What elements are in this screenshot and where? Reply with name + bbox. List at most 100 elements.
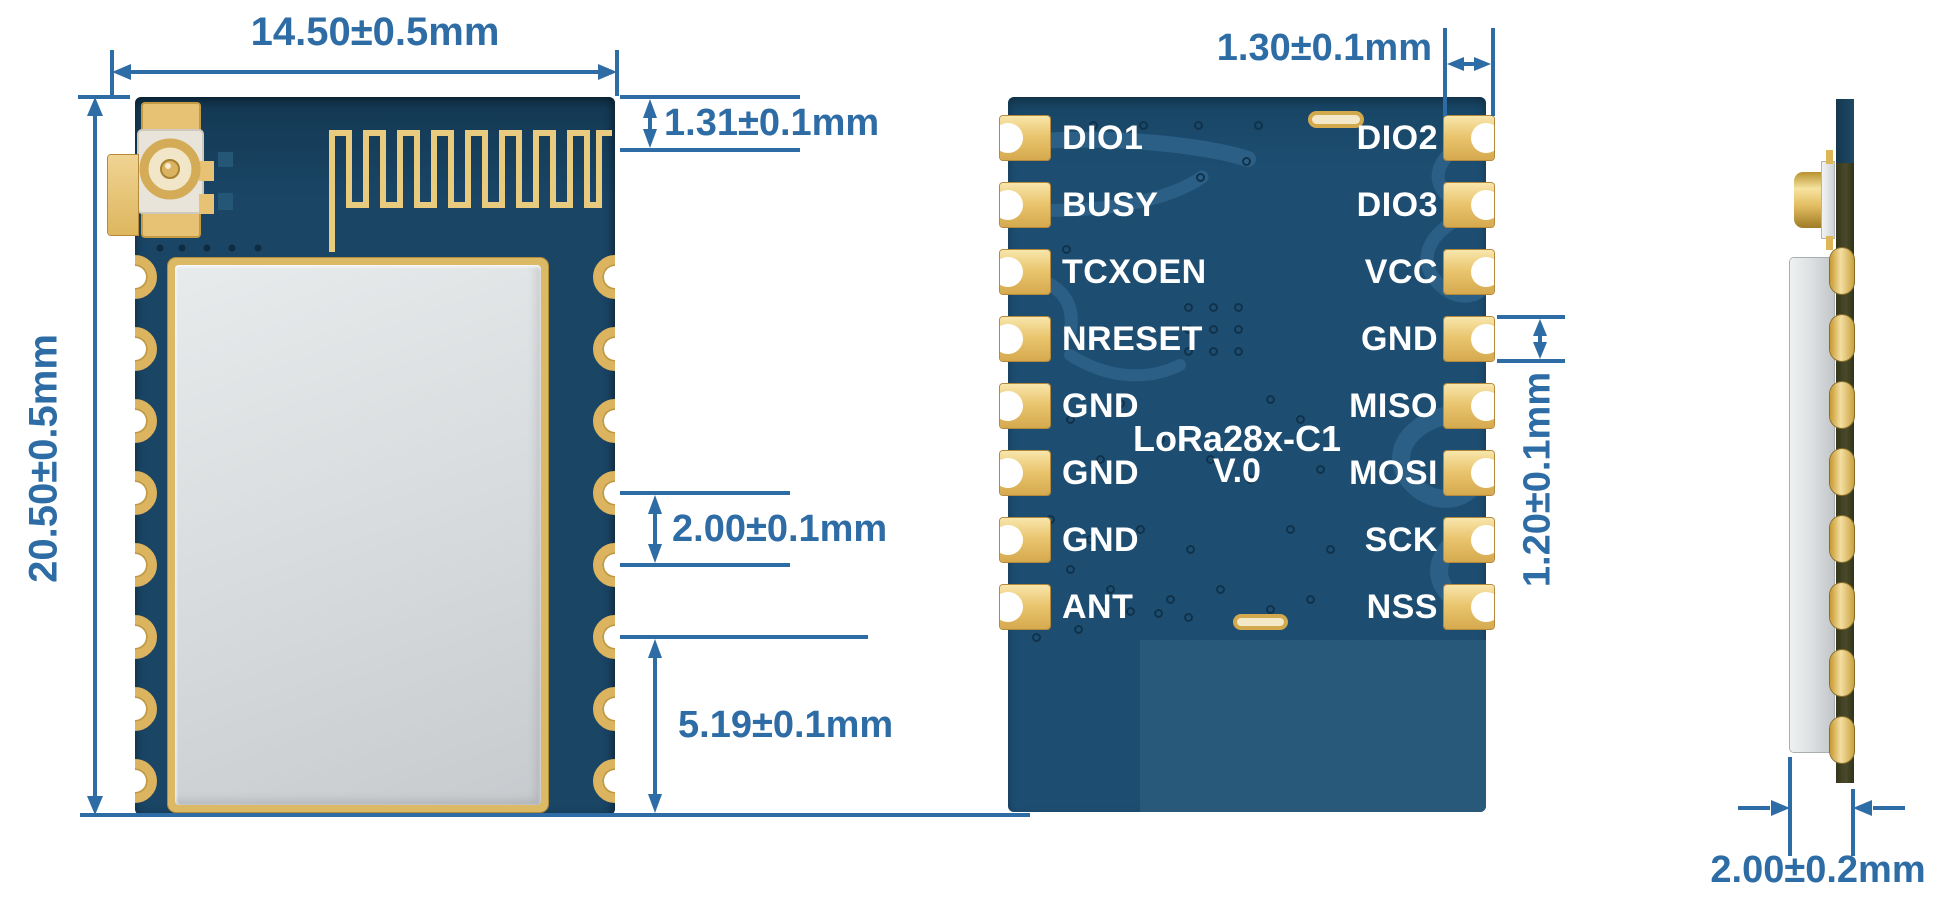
via-dot xyxy=(1186,545,1195,554)
arrowhead-up-icon xyxy=(648,495,662,514)
pin-label-right: DIO3 xyxy=(1356,186,1438,224)
pcb-trace xyxy=(1008,131,1256,167)
front-view-artwork xyxy=(137,102,612,252)
pin-notch xyxy=(1471,257,1494,287)
pin-label-right: SCK xyxy=(1364,521,1438,559)
pin-pad-right xyxy=(1444,518,1494,562)
pad-width-dimension: 1.30±0.1mm xyxy=(1216,27,1432,69)
ipex-side-nub xyxy=(199,161,214,181)
via-dot xyxy=(1032,633,1041,642)
pin-label-right: NSS xyxy=(1366,588,1438,626)
arrowhead-down-icon xyxy=(648,544,662,563)
pin-pad-left xyxy=(1000,116,1050,160)
side-castellation-bump xyxy=(1830,382,1854,428)
castellated-pad xyxy=(593,471,615,515)
via-dot xyxy=(178,244,186,252)
pin-pad-left xyxy=(1000,518,1050,562)
via-dot xyxy=(1254,121,1263,130)
castellated-pad xyxy=(135,471,157,515)
castellated-pad xyxy=(135,543,157,587)
side-castellation-bump xyxy=(1830,449,1854,495)
pcb-trace xyxy=(1064,349,1186,382)
pin-label-right: GND xyxy=(1360,320,1438,358)
arrowhead-right-icon xyxy=(598,64,617,80)
pin-pad-left xyxy=(1000,183,1050,227)
via-dot xyxy=(1326,545,1335,554)
ipex-flange-side xyxy=(1822,162,1834,238)
pin-label-left: GND xyxy=(1062,521,1140,559)
arrowhead-down-icon xyxy=(643,129,657,148)
pin-notch xyxy=(1471,592,1494,622)
pin-notch xyxy=(1471,525,1494,555)
ipex-side-nub xyxy=(199,194,214,214)
arrowhead-up-icon xyxy=(648,639,662,658)
metal-shield-can xyxy=(175,265,541,805)
pin-pad-right xyxy=(1444,384,1494,428)
via-dot xyxy=(1074,625,1083,634)
via-dot xyxy=(1089,121,1098,130)
via-dot xyxy=(254,244,262,252)
pin-pad-left xyxy=(1000,384,1050,428)
via-dot xyxy=(1184,613,1193,622)
side-castellation-bump xyxy=(1830,248,1854,294)
ipex-connector-side xyxy=(1794,172,1822,228)
via-dot xyxy=(1106,585,1115,594)
via-dot xyxy=(1316,465,1325,474)
via-dot xyxy=(1086,535,1095,544)
matching-pad xyxy=(218,152,233,167)
pin-notch xyxy=(1471,324,1494,354)
ipex-left-ground-tab xyxy=(108,155,138,235)
pin-pad-right xyxy=(1444,451,1494,495)
pin-label-right: VCC xyxy=(1364,253,1438,291)
via-dot xyxy=(1216,585,1225,594)
via-dot xyxy=(1126,607,1135,616)
arrowhead-up-icon xyxy=(87,97,103,116)
via-dot xyxy=(1136,525,1145,534)
fiducial-oval-pad xyxy=(1233,614,1288,630)
pin-notch xyxy=(1000,525,1023,555)
arrowhead-down-icon xyxy=(87,796,103,815)
pin-label-left: DIO1 xyxy=(1062,119,1144,157)
via-dot xyxy=(1062,245,1071,254)
via-dot xyxy=(1209,347,1218,356)
side-castellation-bump xyxy=(1830,650,1854,696)
side-castellation-bump xyxy=(1830,315,1854,361)
pin-notch xyxy=(1000,190,1023,220)
via-dot xyxy=(1266,605,1275,614)
castellated-pad xyxy=(593,399,615,443)
via-dot xyxy=(1154,609,1163,618)
pin-notch xyxy=(1000,391,1023,421)
fiducial-oval-pad xyxy=(1308,111,1364,128)
castellated-pad xyxy=(135,327,157,371)
side-view-shield xyxy=(1790,258,1834,752)
via-dot xyxy=(1156,435,1165,444)
pin-label-right: DIO2 xyxy=(1356,119,1438,157)
via-dot xyxy=(1139,121,1148,130)
arrowhead-right-icon xyxy=(1474,57,1491,71)
arrowhead-down-icon xyxy=(648,794,662,813)
via-dot xyxy=(1286,525,1295,534)
via-dot xyxy=(1066,415,1075,424)
bottom-clearance-dimension: 5.19±0.1mm xyxy=(678,704,894,746)
width-dimension-lines xyxy=(110,50,619,96)
side-castellation-bump xyxy=(1830,516,1854,562)
pin-pad-left xyxy=(1000,451,1050,495)
pin-notch xyxy=(1000,324,1023,354)
via-dot xyxy=(1184,347,1193,356)
module-version-silkscreen: V.0 xyxy=(1213,452,1261,490)
via-dot xyxy=(1096,455,1105,464)
pin-notch xyxy=(1000,257,1023,287)
arrowhead-left-icon xyxy=(1853,800,1872,816)
via-dot xyxy=(1296,415,1305,424)
side-view-pcb-top xyxy=(1836,99,1854,163)
castellated-pad xyxy=(593,327,615,371)
pin-pad-right xyxy=(1444,183,1494,227)
module-name-silkscreen: LoRa28x-C1 xyxy=(1132,418,1342,459)
via-dot xyxy=(1196,173,1205,182)
side-castellation-bump xyxy=(1830,717,1854,763)
pin-label-left: BUSY xyxy=(1062,186,1159,224)
via-dot xyxy=(1242,157,1251,166)
via-dot xyxy=(1209,325,1218,334)
castellated-pad xyxy=(593,255,615,299)
